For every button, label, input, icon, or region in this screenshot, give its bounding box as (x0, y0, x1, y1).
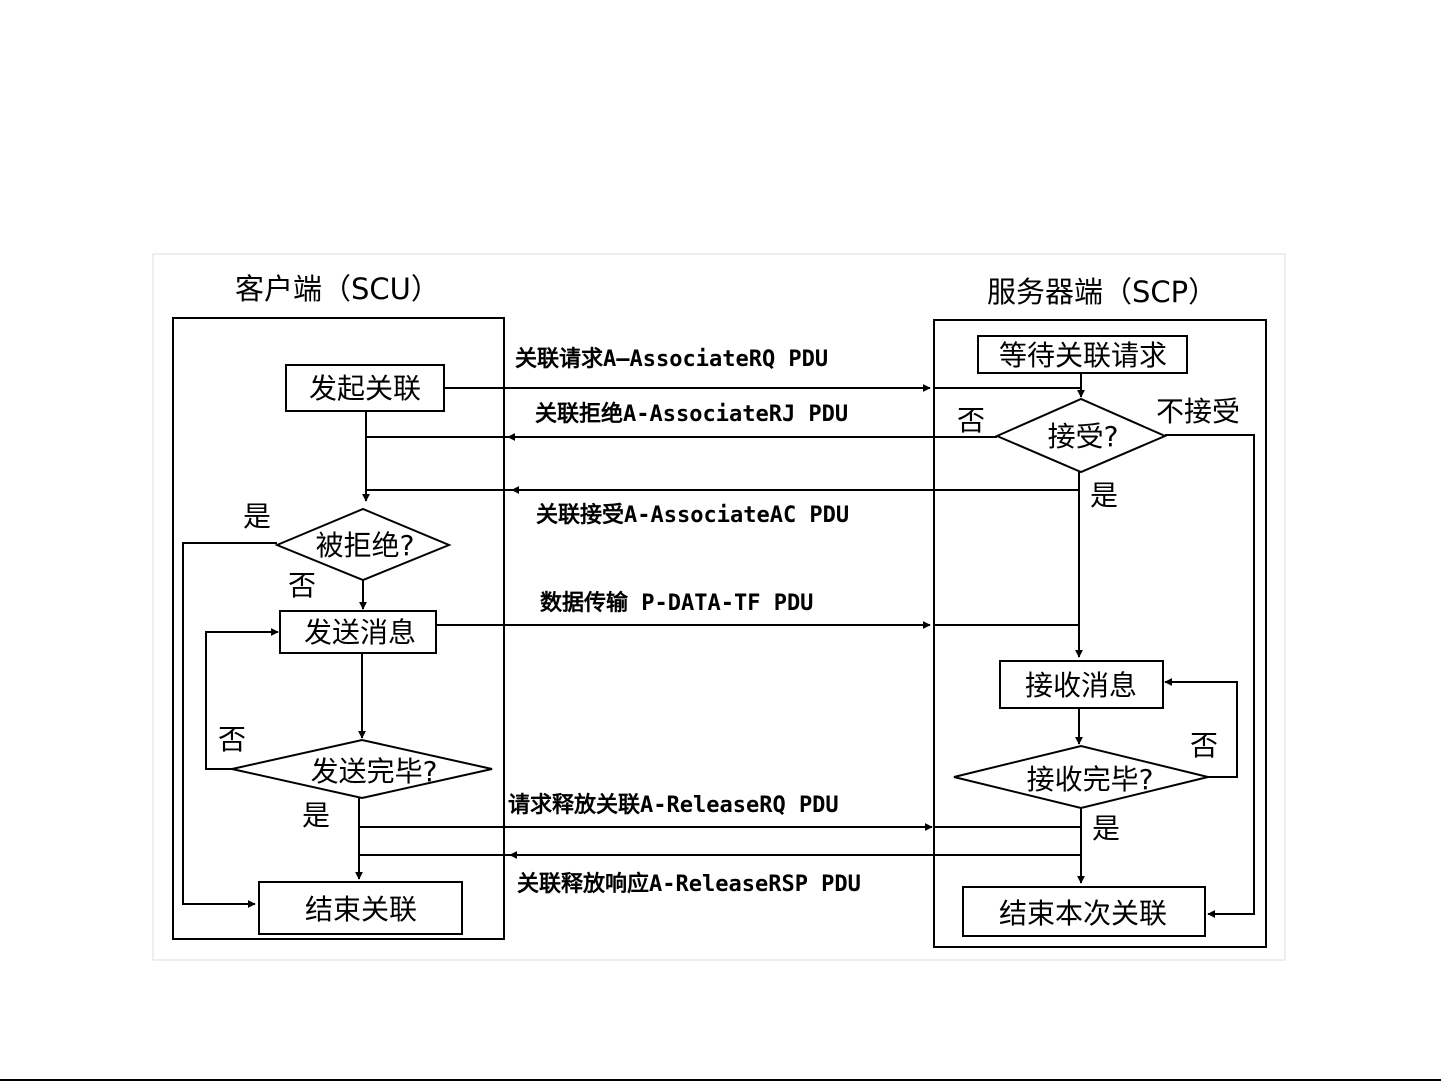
label-send-no: 否 (218, 723, 246, 756)
msg-associate-rq-label: 关联请求A—AssociateRQ PDU (515, 346, 828, 372)
msg-associate-rj-label: 关联拒绝A-AssociateRJ PDU (535, 401, 848, 427)
svg-text:等待关联请求: 等待关联请求 (999, 339, 1167, 372)
label-accept-yes: 是 (1090, 479, 1118, 512)
svg-text:发起关联: 发起关联 (309, 372, 421, 405)
label-recv-yes: 是 (1092, 812, 1120, 845)
label-send-yes: 是 (302, 799, 330, 832)
label-rejected-no: 否 (288, 569, 316, 602)
wait-request-node: 等待关联请求 (978, 336, 1187, 373)
svg-text:被拒绝?: 被拒绝? (316, 529, 415, 562)
server-lane-title: 服务器端（SCP） (987, 275, 1217, 309)
label-rejected-yes: 是 (243, 500, 271, 533)
svg-text:结束关联: 结束关联 (305, 893, 417, 926)
svg-text:接受?: 接受? (1048, 420, 1119, 453)
svg-text:发送消息: 发送消息 (304, 616, 416, 649)
svg-text:发送完毕?: 发送完毕? (311, 755, 438, 788)
label-recv-no: 否 (1190, 729, 1218, 762)
svg-text:接收完毕?: 接收完毕? (1027, 763, 1154, 796)
end-association-node: 结束关联 (259, 882, 462, 934)
send-message-node: 发送消息 (280, 611, 436, 653)
msg-release-rsp-label: 关联释放响应A-ReleaseRSP PDU (517, 871, 861, 897)
svg-text:结束本次关联: 结束本次关联 (999, 897, 1167, 930)
msg-associate-ac-label: 关联接受A-AssociateAC PDU (536, 502, 849, 528)
svg-text:接收消息: 接收消息 (1025, 669, 1137, 702)
end-this-association-node: 结束本次关联 (963, 887, 1205, 936)
initiate-association-node: 发起关联 (286, 365, 444, 411)
client-lane-title: 客户端（SCU） (235, 272, 440, 306)
msg-p-data-label: 数据传输 P-DATA-TF PDU (540, 590, 813, 616)
receive-message-node: 接收消息 (1000, 661, 1163, 708)
msg-release-rq-label: 请求释放关联A-ReleaseRQ PDU (508, 792, 839, 818)
label-accept-no: 否 (957, 404, 985, 437)
label-accept-not: 不接受 (1156, 395, 1240, 428)
